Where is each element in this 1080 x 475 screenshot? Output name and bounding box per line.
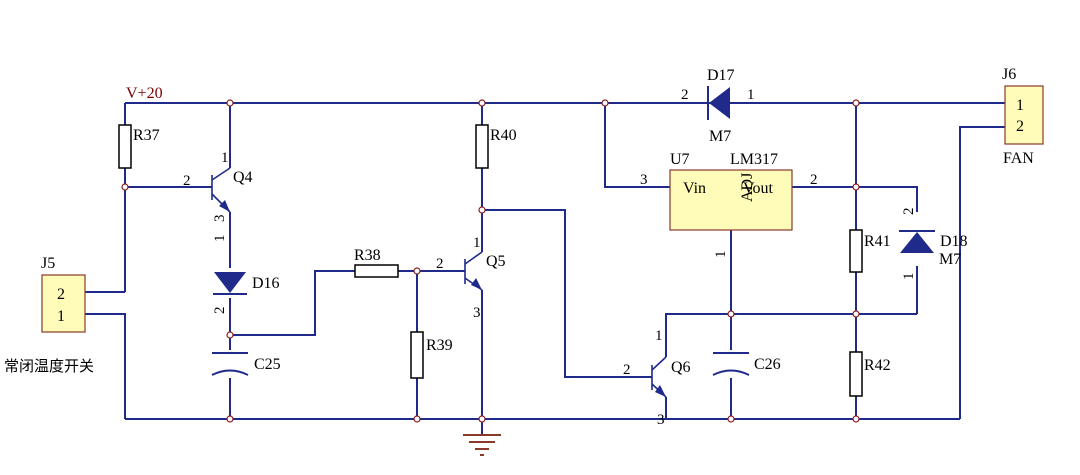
connector-j6-caption: FAN	[1003, 150, 1034, 167]
wires	[85, 102, 1005, 435]
connector-j6: J6 1 2 FAN	[1002, 66, 1044, 167]
diode-d18-label: D18	[940, 233, 968, 250]
connector-j6-label: J6	[1002, 66, 1016, 83]
resistor-r40-label: R40	[490, 127, 517, 144]
d18-pin-2: 2	[901, 208, 917, 216]
resistor-r39-label: R39	[426, 337, 453, 354]
u7-pin-adj-number: 1	[713, 251, 729, 259]
diode-d18-value: M7	[939, 251, 961, 268]
q4-pin-emitter: 3	[212, 215, 228, 223]
connector-j5-label: J5	[41, 255, 55, 272]
d16-pin-1: 1	[212, 235, 228, 243]
connector-j5: J5 2 1 常闭温度开关	[4, 255, 94, 375]
transistor-q6: 2 1 3 Q6	[623, 328, 691, 428]
q6-pin-collector: 1	[655, 328, 663, 344]
q5-pin-collector: 1	[473, 235, 481, 251]
q5-pin-emitter: 3	[473, 305, 481, 321]
d17-pin-cathode: 1	[747, 87, 755, 103]
transistor-q5: 2 1 3 Q5	[436, 235, 506, 321]
connector-j5-caption: 常闭温度开关	[4, 357, 94, 375]
q4-pin-base: 2	[183, 173, 191, 189]
j5-pin-2: 2	[57, 286, 65, 303]
transistor-q6-label: Q6	[671, 359, 691, 376]
resistor-r38: R38	[354, 247, 399, 278]
diode-d16: 1 2 D16	[212, 235, 280, 315]
u7-pin-vin-number: 3	[640, 172, 648, 188]
resistor-r37-label: R37	[133, 127, 160, 144]
resistor-r39: R39	[410, 331, 453, 379]
resistor-r38-label: R38	[354, 247, 381, 264]
diode-d17-value: M7	[709, 128, 731, 145]
ground-symbol	[463, 434, 501, 456]
d17-pin-anode: 2	[681, 87, 689, 103]
resistor-r40: R40	[475, 124, 517, 169]
supply-label: V+20	[126, 85, 163, 102]
resistor-r42-label: R42	[864, 357, 891, 374]
u7-ref-label: U7	[670, 151, 690, 168]
regulator-u7: Vin Vout ADJ U7 LM317 3 2 1	[640, 151, 818, 258]
u7-pin-vout-label: Vout	[743, 180, 773, 197]
diode-d16-label: D16	[252, 275, 280, 292]
transistor-q4: 2 1 Q4	[183, 150, 253, 213]
capacitor-c25: C25	[211, 352, 281, 376]
resistor-r41-label: R41	[864, 233, 891, 250]
diode-d17-label: D17	[707, 67, 735, 84]
j6-pin-2: 2	[1016, 118, 1024, 135]
diode-d17: 2 1 D17 M7	[681, 67, 755, 145]
capacitor-c25-label: C25	[254, 356, 281, 373]
resistor-r41: R41	[849, 229, 891, 273]
d18-pin-1: 1	[901, 273, 917, 281]
transistor-q5-label: Q5	[486, 253, 506, 270]
resistor-r42: R42	[849, 351, 891, 397]
transistor-q4-label: Q4	[233, 169, 253, 186]
resistor-r37: R37	[118, 124, 160, 169]
junctions	[121, 99, 860, 423]
capacitor-c26: C26	[712, 352, 781, 376]
j6-pin-1: 1	[1016, 97, 1024, 114]
u7-pin-vin-label: Vin	[683, 180, 706, 197]
u7-pin-vout-number: 2	[810, 172, 818, 188]
q6-pin-base: 2	[623, 362, 631, 378]
j5-pin-1: 1	[57, 308, 65, 325]
q5-pin-base: 2	[436, 256, 444, 272]
q6-pin-emitter: 3	[657, 412, 665, 428]
capacitor-c26-label: C26	[754, 356, 781, 373]
u7-pin-adj-label: ADJ	[739, 173, 756, 202]
u7-part-label: LM317	[730, 151, 778, 168]
diode-d18: 2 1 D18 M7	[899, 208, 968, 281]
d16-pin-2: 2	[212, 307, 228, 315]
q4-pin-collector: 1	[221, 150, 229, 166]
